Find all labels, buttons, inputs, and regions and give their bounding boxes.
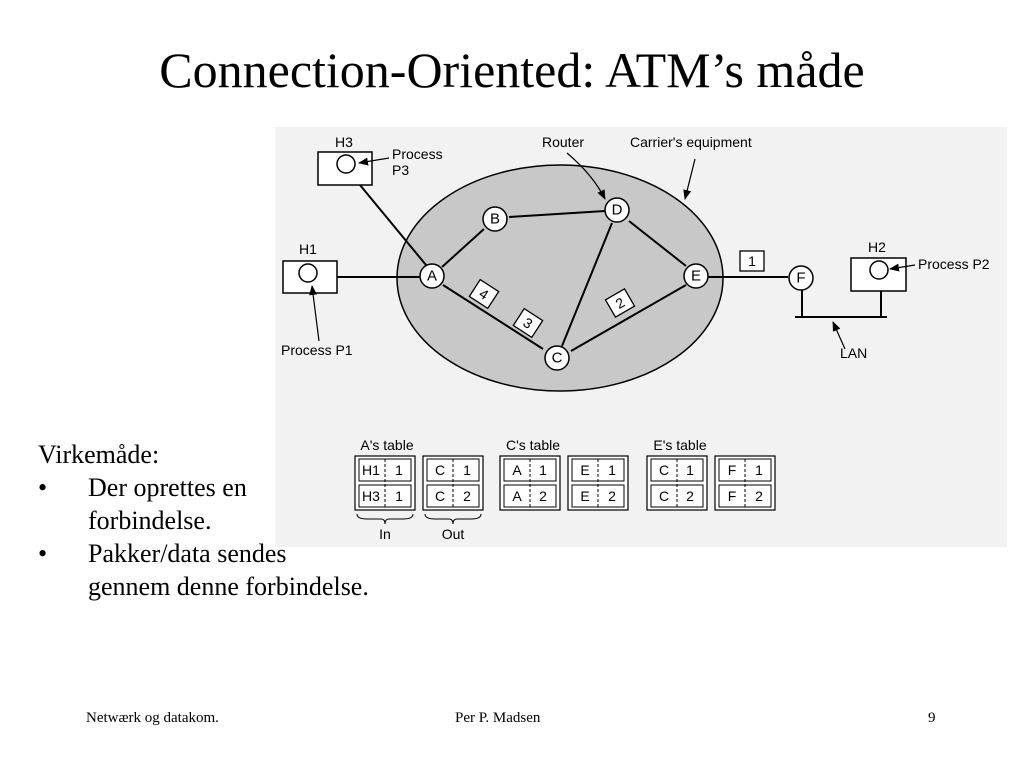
out-label: Out [442,526,465,542]
intro-text: Virkemåde: [38,440,160,469]
svg-text:E: E [580,462,589,478]
svg-text:F: F [796,270,805,287]
svg-text:2: 2 [608,488,616,504]
svg-text:1: 1 [395,488,403,504]
process-p2-label: Process P2 [918,256,990,272]
svg-text:2: 2 [686,488,694,504]
svg-text:H1: H1 [362,462,380,478]
svg-text:E: E [691,268,701,285]
packet-2: 2 [604,287,636,319]
node-e: E [683,263,709,289]
node-a: A [419,263,445,289]
process-p3-line2: P3 [392,162,409,178]
network-diagram: H3 H1 H2 Process P3 Process P1 Process P… [281,134,990,542]
link-c-e [570,284,687,352]
svg-text:E: E [580,488,589,504]
svg-text:A: A [512,488,522,504]
network-links [337,184,887,352]
link-d-e [628,220,687,267]
carrier-equipment-label: Carrier's equipment [630,134,752,150]
router-label: Router [542,134,584,150]
in-label: In [379,526,391,542]
host-h3: H3 [317,134,373,186]
process-p3-line1: Process [392,146,443,162]
node-d: D [604,197,630,223]
svg-text:C: C [435,488,445,504]
bullet-line: forbindelse. [88,506,212,535]
bullet-mark: • [38,539,48,568]
svg-text:F: F [728,462,737,478]
host-h1: H1 [282,241,338,294]
table-c: C's table A 1 A 2 E 1 E 2 [499,437,629,511]
footer-center: Per P. Madsen [455,710,541,726]
svg-text:2: 2 [463,488,471,504]
node-f: F [788,265,814,291]
svg-text:A: A [512,462,522,478]
svg-text:2: 2 [755,488,763,504]
node-c: C [544,345,570,371]
table-e: E's table C 1 C 2 F 1 F 2 [646,437,776,511]
svg-text:A: A [427,268,437,285]
link-h3-a [359,184,427,266]
svg-text:1: 1 [686,462,694,478]
slide-title: Connection-Oriented: ATM’s måde [159,42,865,98]
link-a-b [441,228,485,268]
table-c-title: C's table [506,437,560,453]
process-callouts [309,152,916,350]
svg-text:2: 2 [539,488,547,504]
svg-text:C: C [659,462,669,478]
svg-text:1: 1 [608,462,616,478]
link-d-c [561,222,613,347]
host-h3-label: H3 [335,134,353,150]
bullet-mark: • [38,473,48,502]
packet-4: 4 [468,278,500,310]
bullet-line: Pakker/data sendes [88,539,287,568]
bullet-line: Der oprettes en [88,473,247,502]
svg-text:1: 1 [395,462,403,478]
bullet-line: gennem denne forbindelse. [88,572,369,601]
packet-3: 3 [512,307,544,339]
svg-text:C: C [659,488,669,504]
lan-label: LAN [840,345,867,361]
link-b-d [508,210,606,218]
body-text: Virkemåde: • Der oprettes en forbindelse… [38,438,478,603]
table-e-title: E's table [653,437,706,453]
svg-text:1: 1 [539,462,547,478]
host-h2: H2 [850,239,907,292]
svg-text:1: 1 [748,253,756,269]
svg-text:1: 1 [755,462,763,478]
svg-text:D: D [612,202,623,219]
svg-text:1: 1 [463,462,471,478]
svg-text:C: C [435,462,445,478]
bullet-item: • Der oprettes en forbindelse. [38,471,478,537]
bullet-item: • Pakker/data sendes gennem denne forbin… [38,537,478,603]
host-h2-label: H2 [868,239,886,255]
table-a: A's table H1 1 H3 1 C 1 C 2 In Out [354,437,484,542]
packet-1: 1 [739,250,765,272]
svg-text:F: F [728,488,737,504]
svg-text:H3: H3 [362,488,380,504]
page-number: 9 [928,710,936,726]
network-figure: H3 H1 H2 Process P3 Process P1 Process P… [275,127,1007,547]
svg-text:C: C [552,350,563,367]
table-a-title: A's table [360,437,413,453]
svg-text:B: B [490,211,500,228]
node-b: B [482,206,508,232]
process-p1-label: Process P1 [281,342,353,358]
link-a-c [442,284,544,350]
host-h1-label: H1 [299,241,317,257]
footer-left: Netwærk og datakom. [86,710,219,726]
